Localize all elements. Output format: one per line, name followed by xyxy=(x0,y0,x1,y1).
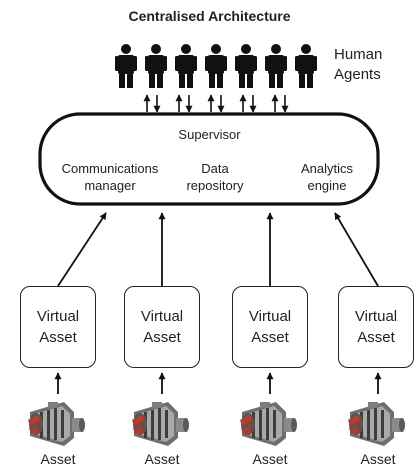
virtual-asset-label-line1: Virtual xyxy=(248,308,292,325)
supervisor-box xyxy=(38,112,380,206)
virtual-asset-to-supervisor-arrow xyxy=(57,212,107,287)
virtual-asset-label-line1: Virtual xyxy=(36,308,80,325)
component-label-line1: Data xyxy=(201,161,229,176)
person-icon xyxy=(295,44,317,88)
component-label-line1: Communications xyxy=(61,161,159,176)
asset-label: Asset xyxy=(144,451,180,467)
asset-label: Asset xyxy=(360,451,396,467)
person-icon xyxy=(235,44,257,88)
virtual-asset-box: Virtual Asset xyxy=(20,286,96,368)
person-icon xyxy=(145,44,167,88)
asset-label: Asset xyxy=(40,451,76,467)
virtual-asset-label-line2: Asset xyxy=(251,329,289,346)
virtual-asset-box: Virtual Asset xyxy=(124,286,200,368)
turbine-engine-icon xyxy=(28,402,85,446)
person-icon xyxy=(115,44,137,88)
turbine-engine-icon xyxy=(348,402,405,446)
virtual-asset-label-line2: Asset xyxy=(357,329,395,346)
turbine-engine-icon xyxy=(132,402,189,446)
component-label-line1: Analytics xyxy=(300,161,354,176)
person-icon xyxy=(205,44,227,88)
component-label-line2: repository xyxy=(186,178,244,193)
turbine-engine-icon xyxy=(240,402,297,446)
asset-label: Asset xyxy=(252,451,288,467)
human-agents-label-line1: Human xyxy=(334,46,383,63)
virtual-asset-box: Virtual Asset xyxy=(232,286,308,368)
human-agents-label: Human Agents xyxy=(334,45,382,85)
communications-manager-label: Communications manager xyxy=(46,160,174,194)
component-label-line2: manager xyxy=(84,178,136,193)
virtual-asset-box: Virtual Asset xyxy=(338,286,414,368)
analytics-engine-label: Analytics engine xyxy=(282,160,372,194)
component-label-line2: engine xyxy=(307,178,347,193)
virtual-asset-to-supervisor-arrow xyxy=(334,212,379,287)
person-icon xyxy=(175,44,197,88)
virtual-asset-label-line2: Asset xyxy=(39,329,77,346)
human-agents-label-line2: Agents xyxy=(334,66,381,83)
virtual-asset-label-line1: Virtual xyxy=(140,308,184,325)
data-repository-label: Data repository xyxy=(170,160,260,194)
diagram-title: Centralised Architecture xyxy=(128,8,291,24)
virtual-asset-label-line1: Virtual xyxy=(354,308,398,325)
supervisor-title: Supervisor xyxy=(178,127,241,142)
person-icon xyxy=(265,44,287,88)
virtual-asset-label-line2: Asset xyxy=(143,329,181,346)
